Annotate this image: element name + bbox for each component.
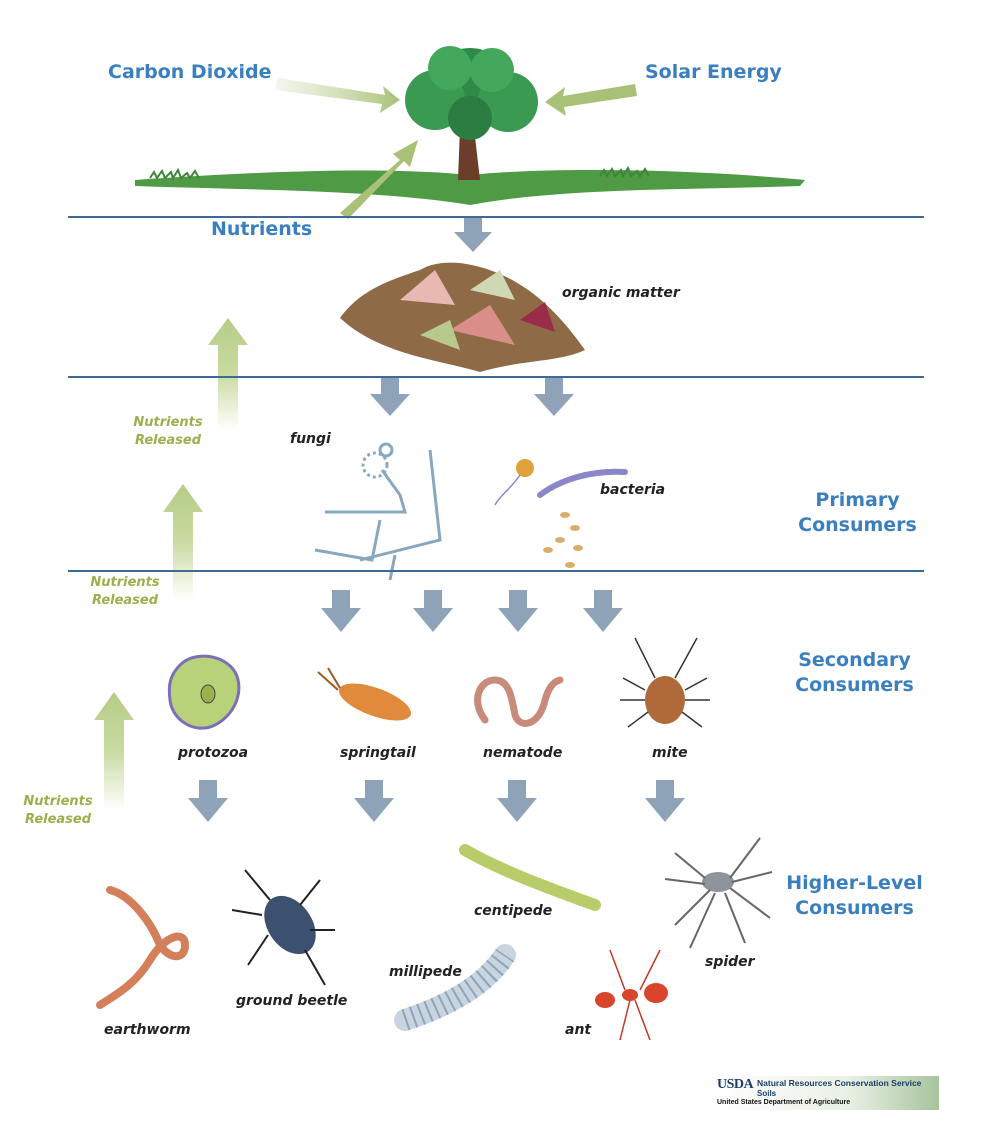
label-millipede: millipede <box>389 964 462 980</box>
nutrients-released-label-3: Nutrients Released <box>18 793 98 829</box>
nutrients-released-label-1: Nutrients Released <box>128 414 208 450</box>
ground-beetle-figure <box>231 869 335 986</box>
tier-secondary: Secondary Consumers <box>787 648 922 698</box>
ant-figure <box>595 949 668 1041</box>
nutrients-up-arrows <box>94 318 248 810</box>
nutrients-released-2-line2: Released <box>91 593 159 608</box>
tree <box>405 46 538 180</box>
grass-band <box>135 165 805 205</box>
usda-credit-badge: USDA Natural Resources Conservation Serv… <box>715 1076 939 1110</box>
nutrients-released-3-line2: Released <box>24 812 92 827</box>
bacteria-cells <box>494 459 628 568</box>
label-bacteria: bacteria <box>600 482 666 498</box>
divider-line-1 <box>68 216 924 218</box>
springtail-figure <box>317 667 412 721</box>
tier-secondary-line2: Consumers <box>795 674 914 696</box>
label-carbon-dioxide: Carbon Dioxide <box>108 61 272 83</box>
label-nutrients: Nutrients <box>211 218 313 240</box>
label-ground-beetle: ground beetle <box>236 993 348 1009</box>
spider-figure <box>664 837 773 949</box>
label-protozoa: protozoa <box>178 745 249 761</box>
tier-secondary-line1: Secondary <box>798 649 911 671</box>
divider-line-2 <box>68 376 924 378</box>
tier-higher-line1: Higher-Level <box>786 872 923 894</box>
label-solar-energy: Solar Energy <box>645 61 782 83</box>
mite-figure <box>620 637 710 728</box>
input-arrows <box>275 78 637 219</box>
label-nematode: nematode <box>483 745 563 761</box>
fungi-hyphae <box>314 442 442 581</box>
tier-higher: Higher-Level Consumers <box>782 871 927 921</box>
usda-program: Soils <box>757 1089 777 1098</box>
millipede-figure <box>394 944 516 1031</box>
usda-logo: USDA <box>717 1077 754 1092</box>
label-centipede: centipede <box>474 903 553 919</box>
label-fungi: fungi <box>290 431 331 447</box>
centipede-figure <box>459 844 601 911</box>
nutrients-released-label-2: Nutrients Released <box>85 574 165 610</box>
label-mite: mite <box>652 745 688 761</box>
tier-primary-line2: Consumers <box>798 514 917 536</box>
nutrients-released-3-line1: Nutrients <box>23 794 93 809</box>
earthworm-figure <box>96 886 190 1009</box>
tier-primary-line1: Primary <box>815 489 900 511</box>
tier-higher-line2: Consumers <box>795 897 914 919</box>
nutrients-released-2-line1: Nutrients <box>90 575 160 590</box>
label-springtail: springtail <box>340 745 416 761</box>
label-ant: ant <box>565 1022 592 1038</box>
label-earthworm: earthworm <box>104 1022 191 1038</box>
divider-line-3 <box>68 570 924 572</box>
flow-arrows <box>188 218 685 822</box>
usda-department: United States Department of Agriculture <box>717 1099 851 1106</box>
label-organic-matter: organic matter <box>562 285 680 301</box>
protozoa-figure <box>167 654 241 730</box>
nematode-figure <box>474 676 564 727</box>
nutrients-released-1-line2: Released <box>134 433 202 448</box>
nutrients-released-1-line1: Nutrients <box>133 415 203 430</box>
tier-primary: Primary Consumers <box>790 488 925 538</box>
organic-matter-pile <box>340 262 585 372</box>
label-spider: spider <box>705 954 755 970</box>
usda-agency-name: Natural Resources Conservation Service <box>757 1078 922 1088</box>
